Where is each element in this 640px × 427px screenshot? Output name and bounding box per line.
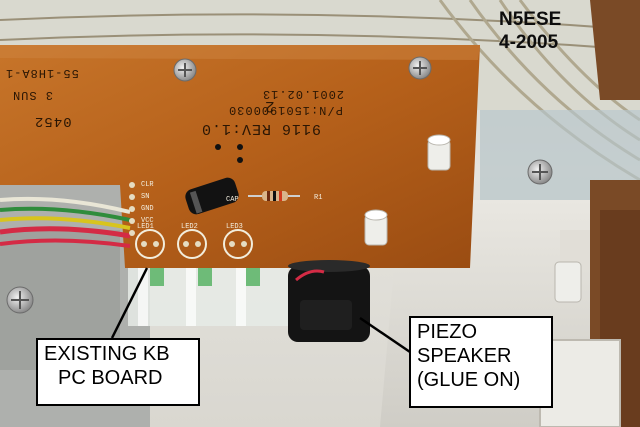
piezo-line1: PIEZO <box>417 321 478 343</box>
resistor-ref: R1 <box>314 194 323 202</box>
callout-lines <box>110 267 411 354</box>
led-ref-2: LED2 <box>181 223 198 231</box>
light-pipes <box>128 268 288 326</box>
pin-label-gnd: GND <box>141 205 154 213</box>
piezo-speaker-icon <box>288 260 370 342</box>
existing-board-line1: EXISTING KB <box>44 343 170 365</box>
watermark-date: 4-2005 <box>499 32 559 53</box>
pcb-model: 55-1H8A-1 <box>5 66 79 80</box>
resistor-icon <box>248 191 300 201</box>
pcb-code: P/N:1501900030 <box>228 103 343 117</box>
standoff-posts <box>364 134 582 303</box>
piezo-line2: SPEAKER <box>417 345 512 367</box>
existing-board-line2: PC BOARD <box>58 367 163 389</box>
screw-icon <box>6 56 553 314</box>
pcb-brand: 3 SUN <box>12 88 54 102</box>
author-watermark: N5ESE 4-2005 <box>499 8 561 54</box>
pc-board <box>0 45 480 268</box>
piezo-speaker-label: PIEZO SPEAKER (GLUE ON) <box>409 316 553 408</box>
wire-bundle <box>0 196 131 248</box>
existing-board-label: EXISTING KB PC BOARD <box>36 338 200 406</box>
pin-label-vcc: VCC <box>141 217 154 225</box>
pcb-part-number: 9116 REV:1.0 <box>201 120 322 137</box>
led-ref-1: LED1 <box>137 223 154 231</box>
capacitor-icon <box>185 177 239 215</box>
pcb-rev-digit: 2 <box>264 97 275 115</box>
led-ref-3: LED3 <box>226 223 243 231</box>
piezo-line3: (GLUE ON) <box>417 369 521 391</box>
pcb-code-0452: 0452 <box>34 113 72 129</box>
pin-label-cap: CAP <box>226 196 239 204</box>
pin-label-clr: CLR <box>141 181 154 189</box>
led-pads <box>135 229 253 259</box>
watermark-callsign: N5ESE <box>499 9 562 30</box>
solder-pads <box>129 144 243 236</box>
pin-label-sn: SN <box>141 193 150 201</box>
